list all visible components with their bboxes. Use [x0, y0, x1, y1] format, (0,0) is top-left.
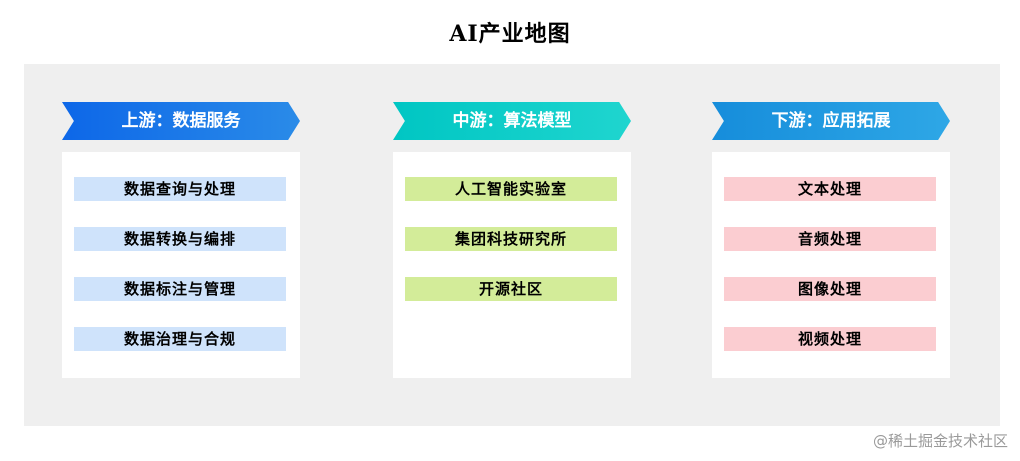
- downstream-header: 下游：应用拓展: [712, 102, 950, 140]
- watermark: @稀土掘金技术社区: [872, 432, 1008, 450]
- midstream-item: 人工智能实验室: [405, 177, 617, 201]
- upstream-card: 数据查询与处理 数据转换与编排 数据标注与管理 数据治理与合规: [62, 152, 300, 378]
- upstream-item: 数据治理与合规: [74, 327, 286, 351]
- downstream-item: 音频处理: [724, 227, 936, 251]
- midstream-item: 开源社区: [405, 277, 617, 301]
- midstream-item: 集团科技研究所: [405, 227, 617, 251]
- upstream-item: 数据转换与编排: [74, 227, 286, 251]
- page-title: AI产业地图: [449, 21, 571, 47]
- column-upstream: 上游：数据服务 数据查询与处理 数据转换与编排 数据标注与管理 数据治理与合规: [62, 102, 300, 378]
- upstream-header: 上游：数据服务: [62, 102, 300, 140]
- midstream-card: 人工智能实验室 集团科技研究所 开源社区: [393, 152, 631, 378]
- upstream-item: 数据标注与管理: [74, 277, 286, 301]
- downstream-item: 图像处理: [724, 277, 936, 301]
- downstream-card: 文本处理 音频处理 图像处理 视频处理: [712, 152, 950, 378]
- midstream-header: 中游：算法模型: [393, 102, 631, 140]
- upstream-item: 数据查询与处理: [74, 177, 286, 201]
- column-downstream: 下游：应用拓展 文本处理 音频处理 图像处理 视频处理: [712, 102, 950, 378]
- downstream-item: 文本处理: [724, 177, 936, 201]
- downstream-item: 视频处理: [724, 327, 936, 351]
- column-midstream: 中游：算法模型 人工智能实验室 集团科技研究所 开源社区: [393, 102, 631, 378]
